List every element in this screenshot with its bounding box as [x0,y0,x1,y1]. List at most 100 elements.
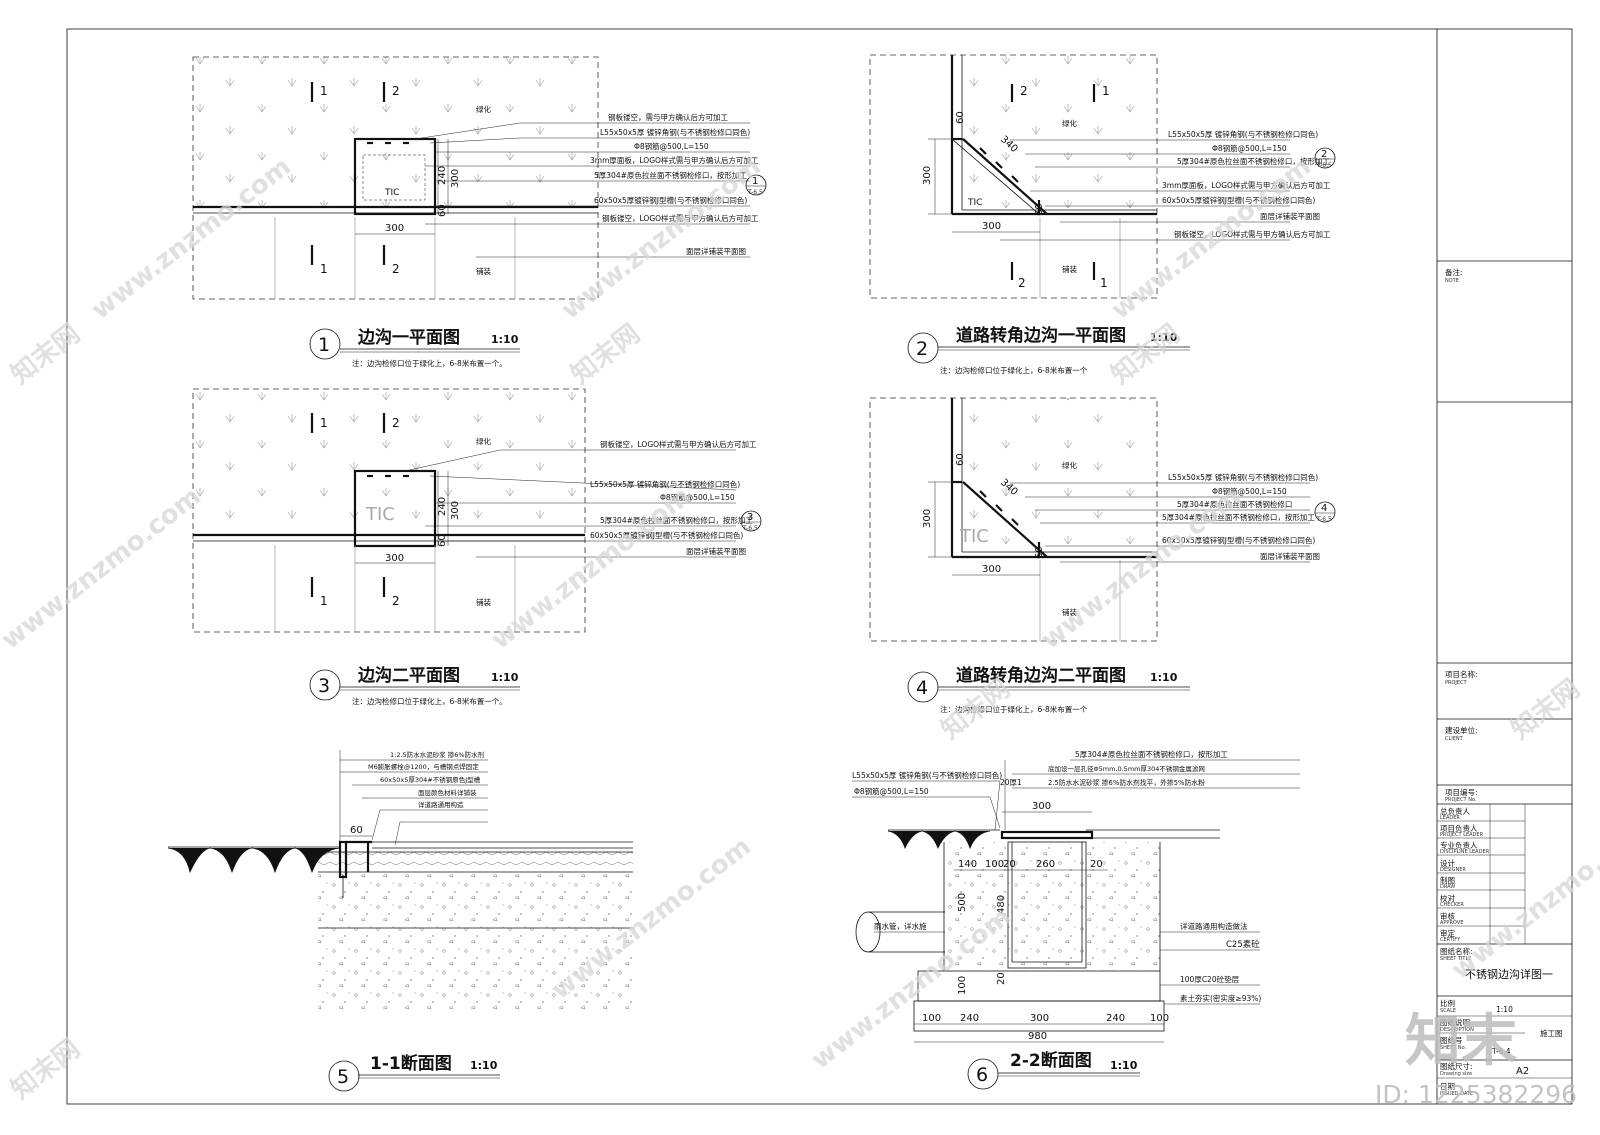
callout: 3mm厚面板，LOGO样式需与甲方确认后方可加工 [1162,180,1331,190]
logo-text-2: TIC [967,198,982,208]
dim: 300 [1030,1013,1049,1024]
dim: 240 [437,166,448,185]
section-2-2: 140 100 20 260 20 300 500 480 100 20 100… [852,749,1300,1090]
tb-note-label: 备注: [1445,267,1463,277]
drawing-scale: 1:10 [470,1059,498,1072]
sheet-border [66,28,1573,1105]
cut-label: 2 [392,594,400,608]
cut-label: 2 [392,416,400,430]
watermark-text: www.znzmo.com [0,482,207,656]
ref-num: 2 [1321,149,1327,160]
dim: 300 [982,564,1001,575]
zone-label-upper: 绿化 [1062,118,1078,128]
drawing-title: 1-1断面图 [370,1053,452,1074]
ref-sheet: T-6.5 [742,525,758,532]
drawing-number: 2 [916,338,928,360]
callout: L55x50x5厚 镀锌角钢(与不锈钢检修口同色) [852,770,1002,780]
ref-num: 4 [1321,503,1327,514]
drawing-title: 边沟二平面图 [357,665,460,686]
zone-label-upper: 绿化 [476,104,491,114]
dim: 300 [385,223,404,234]
dim: 60 [1034,546,1045,559]
drawing-note: 注：边沟检修口位于绿化上，6-8米布置一个。 [352,696,507,706]
dim-total: 980 [1028,1031,1047,1042]
watermark-id: ID: 1225382296 [1375,1080,1577,1109]
inspection-cover-1 [353,137,437,216]
watermark-brand: 知末网 [6,1034,86,1106]
drawing-number: 3 [318,675,330,697]
callout: 面层详铺装平面图 [1260,551,1320,561]
callout: Φ8钢筋@500,L=150 [1212,143,1287,153]
tb-role-en: APPROVE [1440,920,1463,926]
tb-scale-en: SCALE [1440,1008,1456,1014]
cut-label: 1 [1100,276,1108,290]
drawing-scale: 1:10 [1150,331,1178,344]
cut-label: 1 [320,262,328,276]
logo-text-1: TIC [384,188,399,198]
watermark-logo: 知末 [1405,1009,1517,1074]
tb-role-en: CERTIFY [1440,937,1461,943]
tb-role-en: DESIGNER [1440,867,1466,873]
zone-label-upper: 绿化 [1062,460,1078,470]
callout: 面层详铺装平面图 [686,546,746,556]
tb-size-label: 图纸尺寸: [1440,1061,1473,1071]
drawing-number: 4 [916,677,928,699]
watermark-layer: www.znzmo.com www.znzmo.com www.znzmo.co… [0,152,1600,1106]
tb-sheet-title-label: 图纸名称: [1440,946,1473,956]
callout: 5厚304#原色拉丝面不锈钢检修口，按形加工 [1177,156,1330,166]
callout: C25素砼 [1226,939,1260,950]
cut-label: 1 [320,416,328,430]
tb-sheet-no-label: 图纸号 [1440,1035,1463,1045]
callout: 面层颜色材料详铺装 [418,788,477,797]
tb-project-no-label: 项目编号: [1445,787,1478,797]
zone-label-lower: 铺装 [1062,607,1078,617]
drawing-note: 注：边沟检修口位于绿化上，6-8米布置一个。 [352,358,507,368]
drawing-number: 6 [976,1064,988,1086]
callout: 60x50x5厚镀锌钢J型槽(与不锈钢检修口同色) [590,530,743,540]
tb-project-no-en: PROJECT No. [1445,797,1477,803]
title-block: 备注: NOTE 项目名称: PROJECT 建设单位: CLIENT 项目编号… [1437,260,1572,1097]
callout: 3mm厚面板，LOGO样式需与甲方确认后方可加工 [590,155,759,165]
callout: 5厚304#原色拉丝面不锈钢检修口，按形加工 [1162,512,1315,522]
callout: 5厚304#原色拉丝面不锈钢检修口，按形加工 [600,515,753,525]
tb-role: 审定 [1440,928,1456,938]
tb-sheet-title-en: SHEET TITLE [1440,956,1471,962]
dim: 300 [450,169,461,188]
cut-label: 1 [320,594,328,608]
dim: 300 [922,166,933,185]
tb-sheet-no: T-6.4 [1491,1047,1511,1056]
cut-label: 1 [1102,84,1110,98]
cut-label: 2 [392,84,400,98]
dim: 300 [450,501,461,520]
cut-label: 2 [1018,276,1026,290]
dim: 240 [437,497,448,516]
drawing-number: 1 [318,334,330,356]
callout: 底加设一层孔径Φ5mm,0.5mm厚304不锈钢金属滤网 [1048,764,1205,773]
callout: 20厚1 [1000,778,1022,787]
tb-role-en: PROJECT LEADER [1440,832,1484,838]
tb-note-en: NOTE [1445,278,1459,284]
tb-size-value: A2 [1516,1066,1529,1077]
dim: 20 [1090,859,1103,870]
zone-label-lower: 铺装 [1062,264,1078,274]
dim: 60 [437,204,448,217]
watermark-text: www.znzmo.com [86,152,297,326]
tb-role: 总负责人 [1440,806,1470,816]
watermark-brand: 知末网 [566,319,646,391]
callout: L55x50x5厚 镀锌角钢(与不锈钢检修口同色) [600,127,750,137]
dim: 100 [1150,1013,1169,1024]
callout: Φ8钢筋@500,L=150 [1212,486,1287,496]
dim: 300 [385,553,404,564]
drawing-title: 道路转角边沟二平面图 [956,665,1126,686]
tb-role: 制图 [1440,875,1455,885]
dim: 60 [437,534,448,547]
ref-num: 3 [747,512,753,523]
tb-size-en: Drawing size [1440,1071,1472,1077]
callout: 1:2.5防水水泥砂浆 掺6%防水剂 [390,750,484,759]
dim: 60 [955,453,966,466]
callout: 60x50x5厚镀锌钢J型槽(与不锈钢检修口同色) [1162,535,1315,545]
callout: Φ8钢筋@500,L=150 [634,141,709,151]
plan-4: TIC 绿化 铺装 340 300 60 60 300 L55x50x5厚 镀锌… [869,397,1336,714]
callout: 钢板镂空，需与甲方确认后方可加工 [608,112,728,122]
ref-sheet: T-6.5 [1316,516,1332,523]
